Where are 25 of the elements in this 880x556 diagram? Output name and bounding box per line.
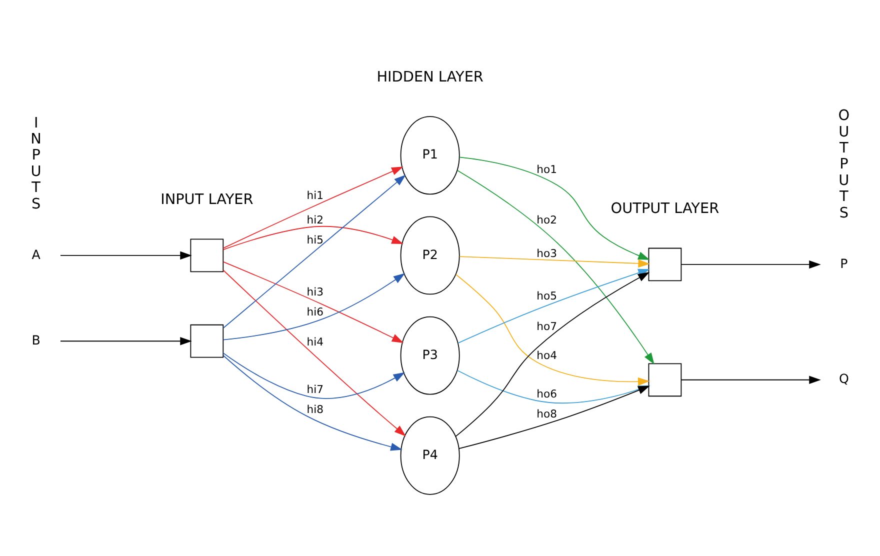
edge-label: ho5 bbox=[536, 289, 558, 302]
edge-label: hi3 bbox=[306, 286, 324, 299]
label: INPUTS bbox=[30, 115, 42, 212]
edge-label: ho7 bbox=[536, 320, 558, 333]
edge-label: ho3 bbox=[536, 246, 558, 260]
edge-label: hi1 bbox=[306, 189, 324, 202]
edge-label: ho6 bbox=[536, 388, 558, 401]
edge-label: ho4 bbox=[536, 348, 558, 362]
node-text: A bbox=[32, 246, 40, 262]
edge-label: ho8 bbox=[536, 407, 558, 420]
edge-label: ho2 bbox=[536, 214, 558, 227]
label: HIDDEN LAYER bbox=[376, 69, 484, 86]
edge-label: hi6 bbox=[306, 306, 324, 319]
label: OUTPUT LAYER bbox=[610, 200, 720, 217]
node-text: Q bbox=[838, 371, 849, 386]
edge-label: hi4 bbox=[306, 335, 324, 348]
edge-label: hi2 bbox=[306, 214, 324, 227]
edge-label: hi5 bbox=[306, 233, 324, 246]
node-text: B bbox=[32, 332, 40, 348]
node-text: P bbox=[840, 256, 848, 271]
edge-label: ho1 bbox=[536, 163, 558, 176]
label: INPUT LAYER bbox=[160, 192, 254, 208]
edge-label: hi8 bbox=[306, 402, 324, 416]
edge-label: hi7 bbox=[306, 383, 324, 396]
label: OUTPUTS bbox=[838, 108, 850, 222]
